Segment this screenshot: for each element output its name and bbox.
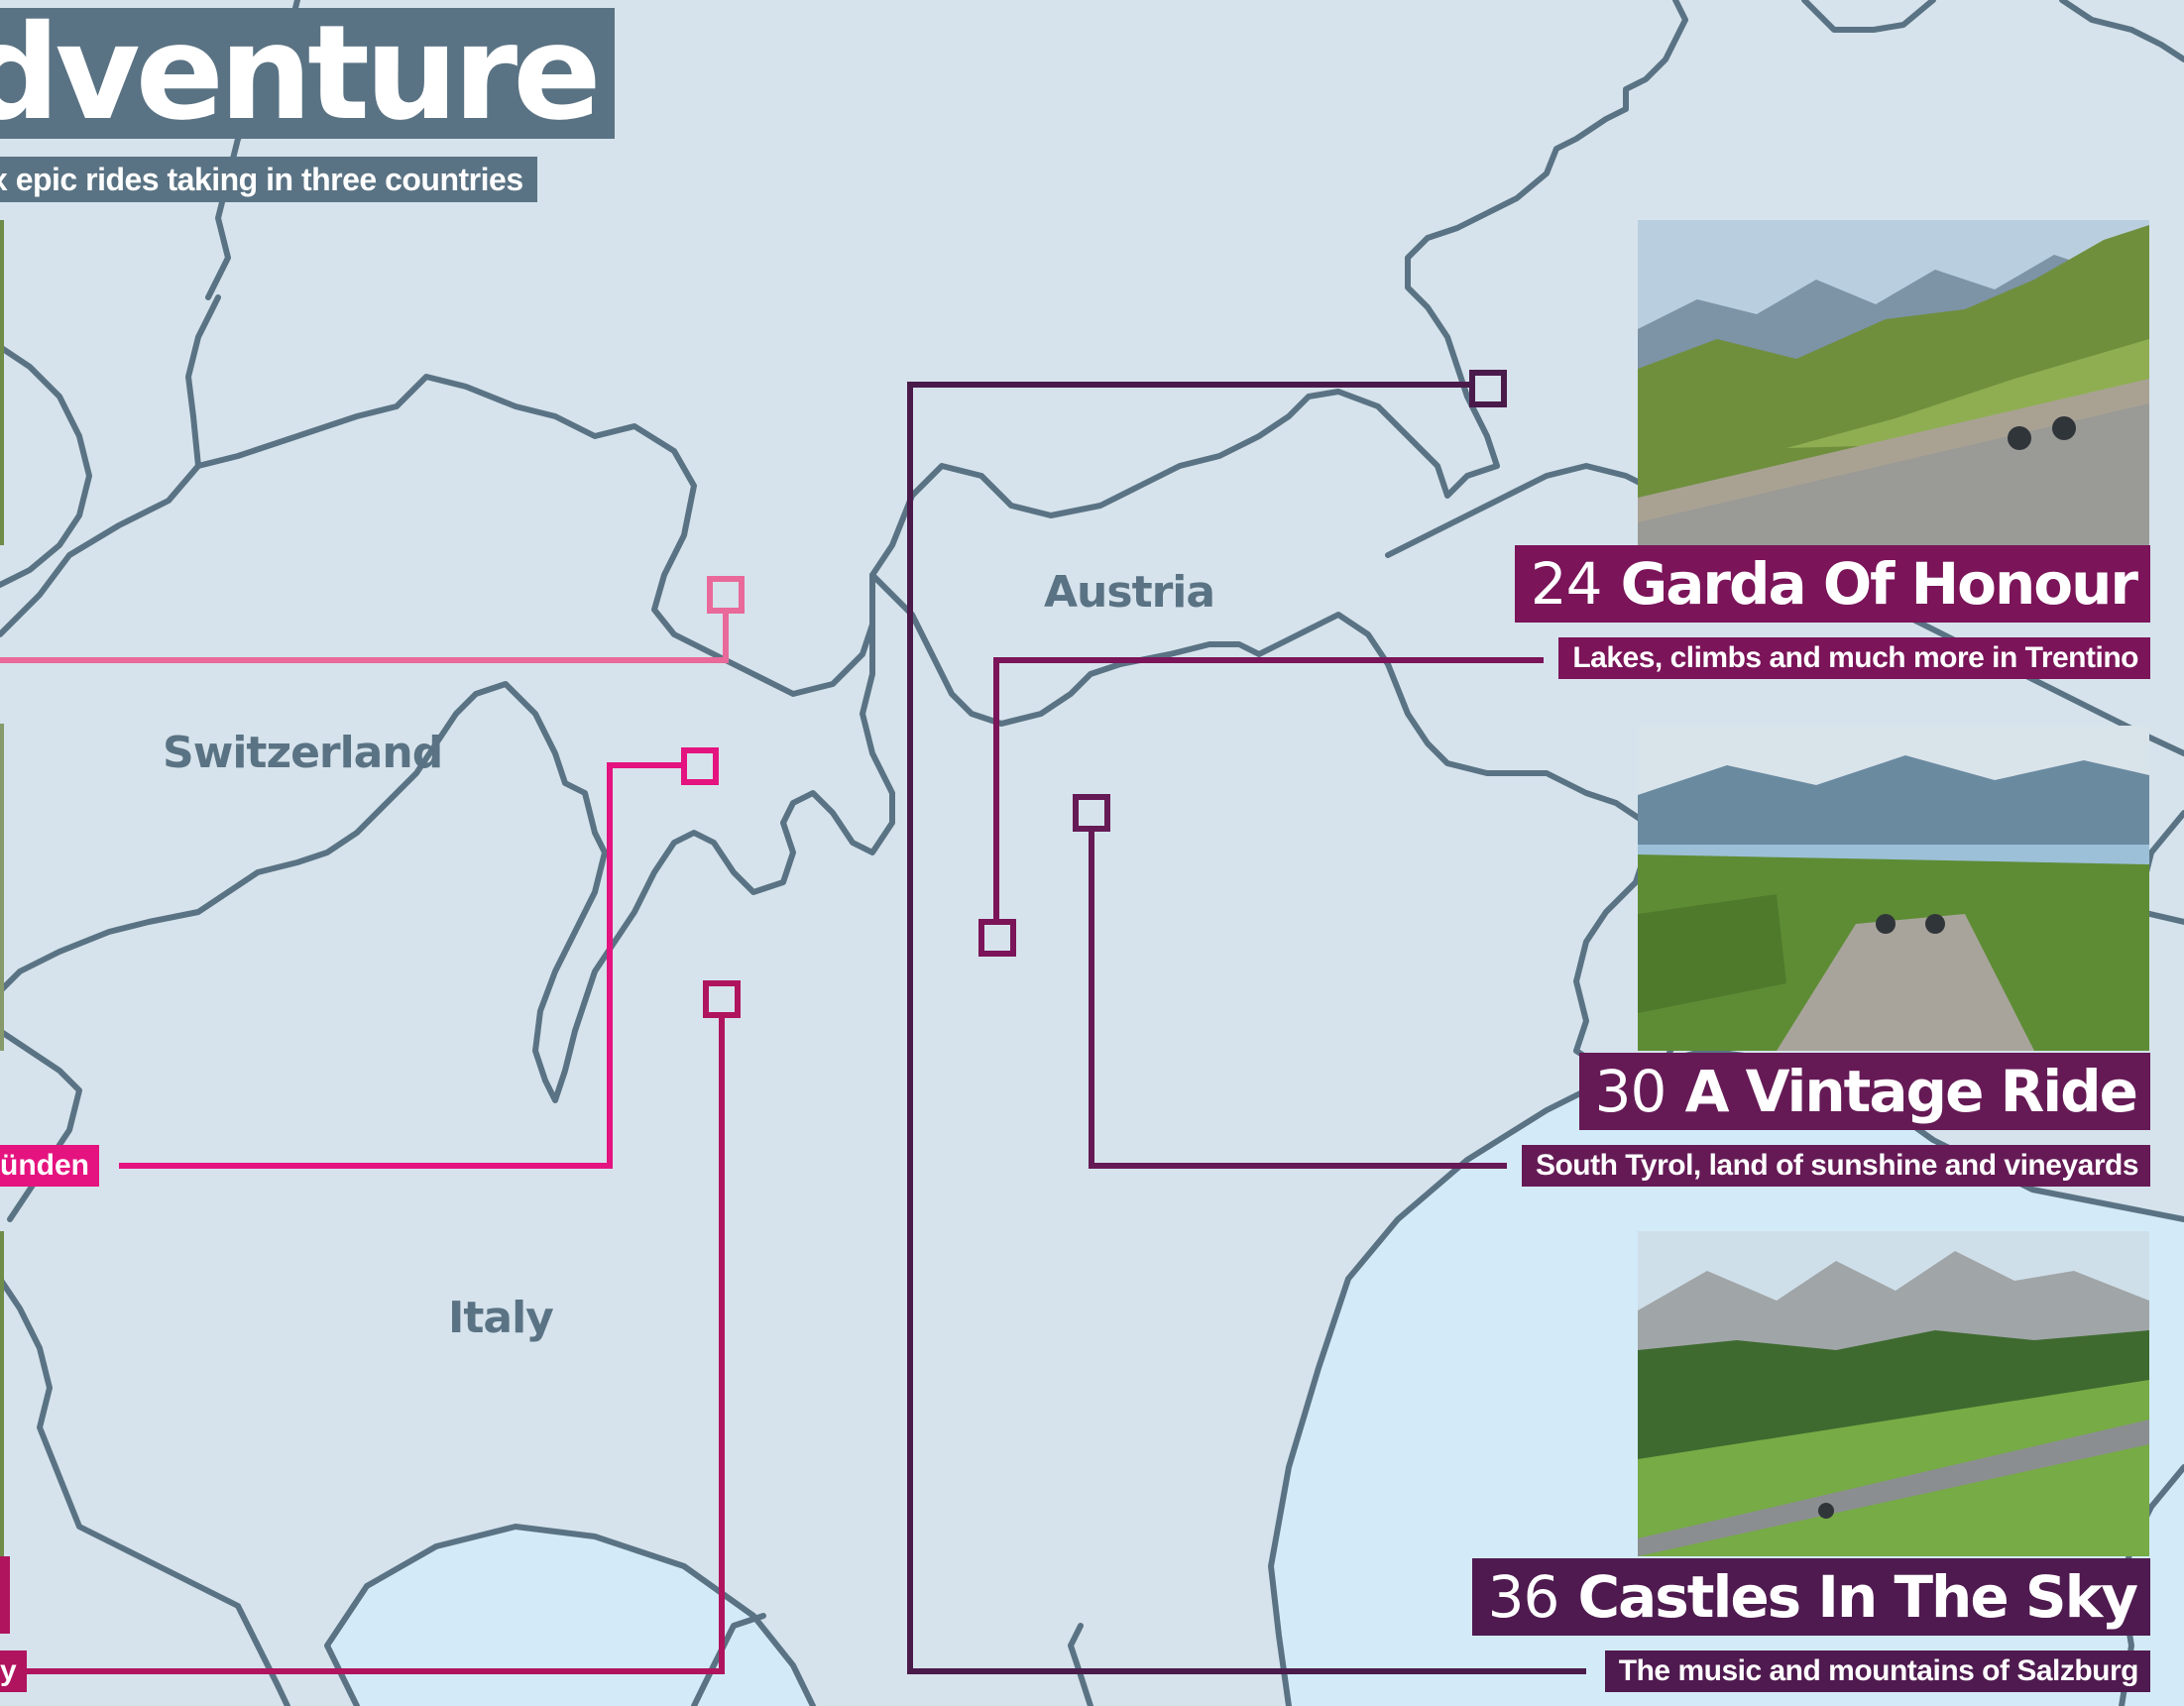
- route-line-vintage: [1089, 829, 1507, 1169]
- subtitle-banner: x epic rides taking in three countries: [0, 157, 537, 202]
- ride-page-number: 36: [1487, 1563, 1560, 1631]
- ride-page-number: 24: [1530, 550, 1603, 618]
- border-swiss-italy: [0, 622, 895, 1103]
- border-north: [0, 374, 1500, 697]
- left-photo-sliver-3: [0, 1231, 4, 1558]
- ride-subtitle-garda: Lakes, climbs and much more in Trentino: [1558, 637, 2150, 679]
- ride-headline-castles: 36 Castles In The Sky: [1471, 1558, 2150, 1636]
- ligurian-sea: [327, 1527, 813, 1706]
- marker-vintage: [1073, 794, 1110, 832]
- route-line-garda: [993, 657, 1544, 922]
- marker-crimson: [703, 980, 741, 1018]
- photo-garda-image: [1638, 220, 2149, 545]
- ride-headline-garda: 24 Garda Of Honour: [1514, 545, 2150, 623]
- border-bottom-right: [1068, 1623, 1093, 1706]
- ride-headline-vintage: 30 A Vintage Ride: [1578, 1053, 2150, 1130]
- border-ne-extra: [1801, 0, 1936, 33]
- border-italy-coast-west: [0, 1276, 290, 1706]
- ride-title: A Vintage Ride: [1684, 1058, 2138, 1125]
- photo-castles-image: [1638, 1231, 2149, 1556]
- country-label-switzerland: Switzerland: [163, 728, 443, 778]
- left-headline-cut: [0, 1556, 10, 1634]
- ride-title: Garda Of Honour: [1620, 550, 2138, 618]
- left-label-graubunden: ünden: [0, 1145, 99, 1187]
- route-line-pink: [0, 613, 729, 663]
- border-northeast: [1405, 0, 1688, 469]
- ride-subtitle-castles: The music and mountains of Salzburg: [1604, 1650, 2150, 1692]
- route-line-magenta: [119, 762, 684, 1169]
- photo-garda-of-honour: [1638, 220, 2149, 545]
- marker-garda: [978, 919, 1016, 957]
- border-swiss-inner: [185, 294, 221, 469]
- ligurian-coast: [324, 1524, 816, 1706]
- route-line-crimson: [0, 1014, 725, 1674]
- marker-magenta: [681, 747, 719, 785]
- marker-pink: [707, 576, 745, 614]
- left-photo-sliver-2: [0, 724, 4, 1051]
- photo-a-vintage-ride: [1638, 726, 2149, 1051]
- ride-title: Castles In The Sky: [1577, 1563, 2138, 1631]
- left-photo-sliver-1: [0, 220, 4, 545]
- ride-subtitle-vintage: South Tyrol, land of sunshine and vineya…: [1521, 1145, 2150, 1187]
- left-label-bottom: y: [0, 1650, 27, 1692]
- country-label-italy: Italy: [448, 1293, 554, 1343]
- marker-salzburg: [1469, 370, 1507, 407]
- page-title: dventure: [0, 0, 602, 150]
- border-west-loop: [0, 344, 92, 588]
- page-subtitle: x epic rides taking in three countries: [0, 162, 523, 197]
- border-ne2: [2059, 0, 2184, 62]
- photo-vintage-image: [1638, 726, 2149, 1051]
- title-banner: dventure: [0, 8, 615, 139]
- ride-page-number: 30: [1594, 1058, 1667, 1125]
- photo-castles-in-the-sky: [1638, 1231, 2149, 1556]
- country-label-austria: Austria: [1044, 567, 1215, 618]
